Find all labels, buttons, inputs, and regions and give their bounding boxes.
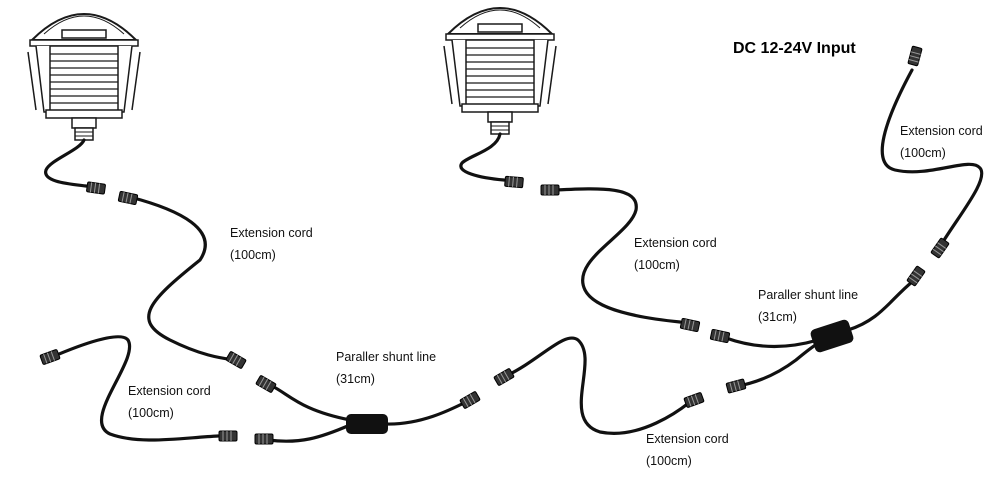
label-cord-lamp1-size: (100cm): [230, 248, 276, 262]
label-cord-bottom-name: Extension cord: [646, 432, 729, 446]
lamp-fixture-middle: [443, 7, 557, 135]
label-cord-input: Extension cord (100cm): [900, 120, 983, 164]
cables: [44, 68, 984, 443]
label-cord-input-name: Extension cord: [900, 124, 983, 138]
label-shunt-left-name: Paraller shunt line: [336, 350, 437, 364]
label-cord-left-name: Extension cord: [128, 384, 211, 398]
label-cord-lamp2-size: (100cm): [634, 258, 680, 272]
label-cord-left-size: (100cm): [128, 406, 174, 420]
label-shunt-left: Paraller shunt line (31cm): [336, 346, 436, 390]
label-cord-lamp2-name: Extension cord: [634, 236, 717, 250]
label-cord-lamp2: Extension cord (100cm): [634, 232, 717, 276]
label-shunt-right-size: (31cm): [758, 310, 797, 324]
label-cord-bottom: Extension cord (100cm): [646, 428, 729, 472]
label-cord-input-size: (100cm): [900, 146, 946, 160]
shunt-box-right: [810, 319, 854, 353]
lamp-fixture-left: [27, 13, 141, 141]
label-cord-lamp1-name: Extension cord: [230, 226, 313, 240]
label-cord-left: Extension cord (100cm): [128, 380, 211, 424]
label-shunt-left-size: (31cm): [336, 372, 375, 386]
shunt-box-left: [346, 414, 388, 434]
label-shunt-right-name: Paraller shunt line: [758, 288, 859, 302]
dc-input-title: DC 12-24V Input: [733, 40, 856, 57]
label-shunt-right: Paraller shunt line (31cm): [758, 284, 858, 328]
label-cord-bottom-size: (100cm): [646, 454, 692, 468]
label-cord-lamp1: Extension cord (100cm): [230, 222, 313, 266]
